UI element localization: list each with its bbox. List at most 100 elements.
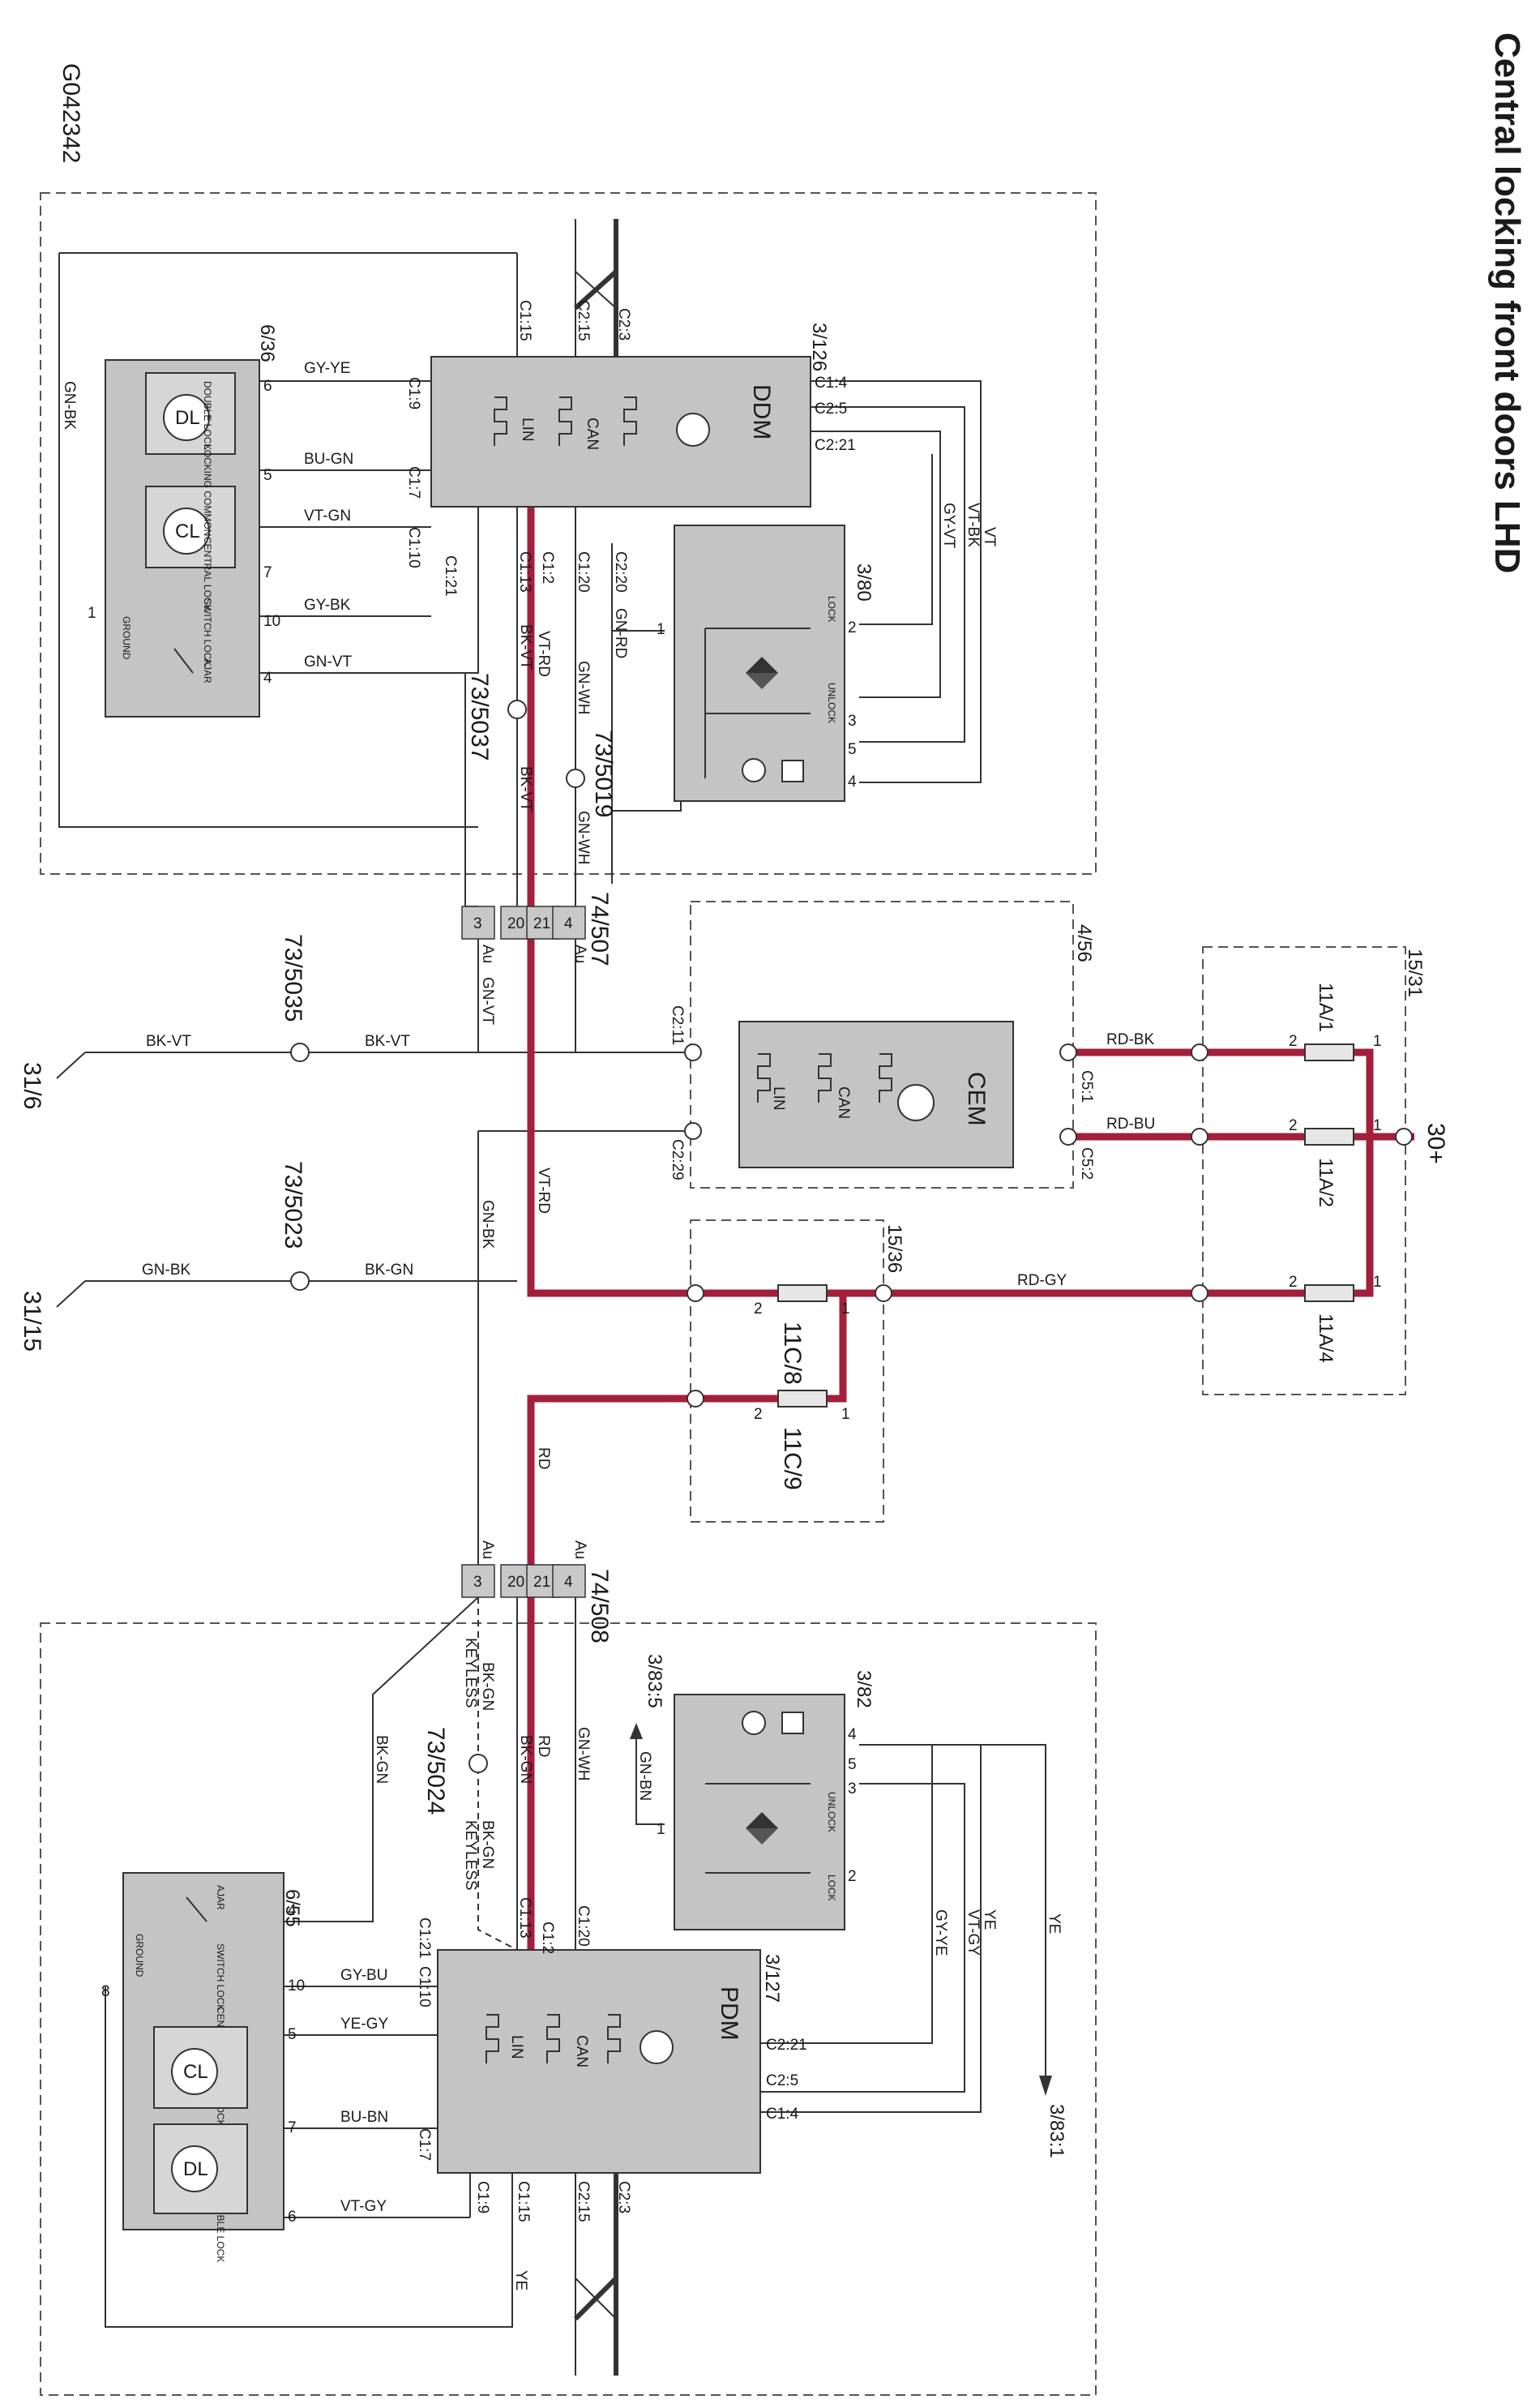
connector-74-508: 74/508 [461,1564,613,1643]
splice-5019-icon [566,769,585,788]
splice-5024-icon [468,1754,488,1773]
pdm-can-label: CAN [573,2035,590,2067]
wire-labels: GN-BK GY-YE BU-GN VT-GN GY-BK GN-VT BK-V… [61,360,1155,2290]
label-bk-vt-4: BK-VT [365,1033,410,1050]
pin-c2-29: C2:29 [669,1139,686,1180]
switch-lock-label: SWITCH LOCK [202,598,213,666]
driver-lock-id: 6/36 [256,324,278,362]
ground-label: GROUND [121,616,132,660]
pin-c1-9: C1:9 [405,377,422,409]
dl-label-p: DL [183,2158,208,2180]
label-rd-bk: RD-BK [1106,1031,1154,1048]
label-bk-gn-4: BK-GN [517,1735,534,1784]
pdm-name: PDM [716,1986,742,2041]
splice-5037-icon [507,700,527,719]
switch-80-led-icon [742,758,766,782]
label-ye-1: YE [1046,1913,1063,1934]
fuse-box-15-36 [690,1219,884,1523]
label-bu-bn: BU-BN [340,2109,388,2126]
label-bk-gn-3: BK-GN [479,1662,496,1711]
pin-c2-5-p: C2:5 [766,2072,798,2089]
pin-655-5: 5 [288,2026,297,2043]
pin-507-21: 21 [533,915,550,932]
pin-c2-21: C2:21 [815,437,856,454]
splice-5037-label: 73/5037 [466,673,493,761]
pin-655-4: 4 [288,1902,297,1919]
pin-507-4: 4 [564,915,573,932]
fuse-11a1 [1304,1043,1354,1061]
door-switch-3-80: 3/80 LOCK UNLOCK [674,525,875,802]
fuses-15-31: 11A/1 11A/2 11A/4 15/31 30+ [1191,949,1449,1363]
pin-655-10: 10 [288,1977,305,1995]
ground-label-p: GROUND [134,1934,145,1977]
switch-82-id: 3/82 [853,1670,875,1708]
label-gy-ye-1: GY-YE [304,360,350,377]
pin-c2-20: C2:20 [612,551,629,593]
pin-382-4: 4 [848,1726,857,1743]
pin-382-3: 3 [848,1780,857,1797]
unlock-label-80: UNLOCK [826,683,837,723]
double-lock-label: DOUBLE LOCK [202,381,213,450]
passenger-door-enclosure [40,1622,1097,2396]
connector-507-id: 74/507 [586,892,613,966]
label-gn-wh-3: GN-WH [575,1727,592,1780]
label-bk-gn-5: BK-GN [479,1820,496,1869]
pin-c1-10: C1:10 [405,527,422,568]
label-gn-vt-2: GN-VT [479,977,496,1026]
fuses-15-36: 11C/8 11C/9 15/36 [687,1224,905,1490]
pin-382-2: 2 [848,1868,857,1885]
label-vt-rd-1: VT-RD [535,631,552,677]
central-lock-label: CENTRAL LOCK [202,537,213,611]
pin-c2-15: C2:15 [575,300,592,341]
supply-30-plus: 30+ [1422,1123,1449,1164]
ddm-module-3-126: DDM 3/126 CAN LIN [430,323,830,508]
pin-c5-1: C5:1 [1078,1070,1095,1103]
au-508-a: Au [479,1540,496,1559]
au-508-b: Au [571,1540,588,1559]
cem-module-4-56: CEM 4/56 CAN LIN [684,924,1095,1168]
label-gn-bk-1: GN-BK [61,381,78,431]
cem-ecu-icon [897,1084,935,1121]
cem-id: 4/56 [1073,924,1095,962]
au-507-a: Au [479,945,496,963]
fuse-11a2 [1304,1128,1354,1146]
pin-636-10: 10 [263,613,280,630]
switch-80-id: 3/80 [853,563,875,602]
pin-c1-7: C1:7 [405,466,422,499]
ref-3-83-5: 3/83:5 [644,1654,665,1708]
splice-5023-icon [290,1271,310,1291]
fuse-box-15-31-label: 15/31 [1404,949,1426,997]
label-gn-bk-2: GN-BK [479,1200,496,1249]
ddm-ecu-icon [676,413,710,447]
label-bk-vt-2: BK-VT [517,766,534,812]
pin-508-20: 20 [507,1574,524,1591]
cl-label-p: CL [183,2061,208,2083]
fuse-pin-c9-1: 1 [841,1406,850,1423]
fuse-pin-a1-1: 1 [1373,1033,1382,1050]
label-gy-bu: GY-BU [340,1967,387,1984]
ref-3-83-1: 3/83:1 [1046,2104,1067,2158]
splice-5023-label: 73/5023 [280,1161,306,1249]
label-gy-bk: GY-BK [304,597,351,614]
ajar-label: AJAR [202,658,213,683]
pin-380-5: 5 [848,741,857,758]
label-gn-bk-3: GN-BK [142,1262,191,1279]
connector-508-id: 74/508 [586,1569,613,1643]
ground-31-15-label: 31/15 [19,1291,45,1352]
cl-motor-icon-p [171,2048,218,2095]
label-rd-gy: RD-GY [1017,1272,1067,1289]
fuse-11a4 [1304,1284,1354,1302]
label-gn-vt-1: GN-VT [304,653,353,671]
dl-label: DL [175,407,200,429]
cem-name: CEM [963,1072,990,1126]
splices: 73/5037 73/5019 73/5035 73/5023 73/5024 … [19,673,617,1815]
label-bu-gn: BU-GN [304,451,353,468]
pin-508-21: 21 [533,1574,550,1591]
fuse-pin-a2-2: 2 [1289,1117,1298,1134]
label-gn-wh-1: GN-WH [575,661,592,714]
lock-label-82: LOCK [826,1875,837,1901]
label-rd-2: RD [535,1735,552,1757]
pin-c2-3-p: C2:3 [615,2181,632,2213]
switch-lock-label-p: SWITCH LOCK [215,1943,226,2011]
